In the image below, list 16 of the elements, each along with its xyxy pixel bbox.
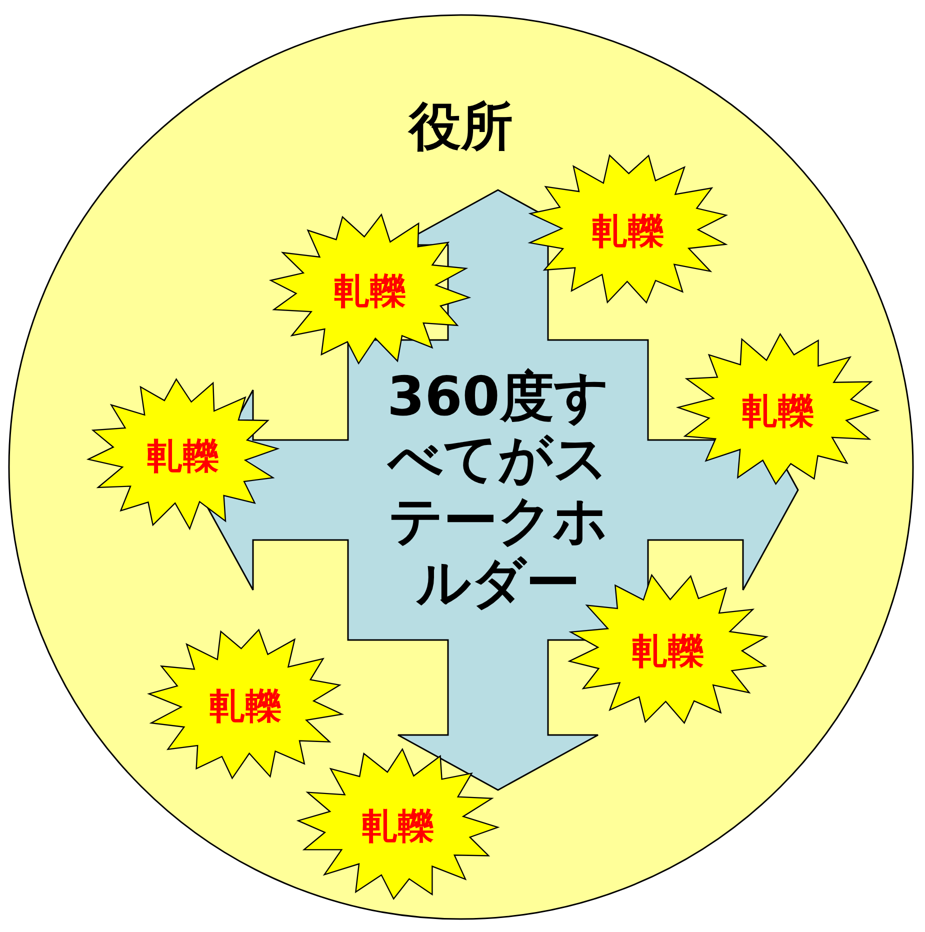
- starburst-label: 軋轢: [591, 210, 665, 254]
- starburst: [148, 629, 343, 779]
- starburst: [88, 379, 278, 529]
- circle-region: [8, 14, 914, 920]
- starburst-label: 軋轢: [361, 805, 435, 849]
- starburst-label: 軋轢: [333, 270, 407, 314]
- arrow-text: 360度すべてがステークホルダー: [387, 366, 609, 614]
- starburst-label: 軋轢: [741, 390, 815, 434]
- starburst: [270, 214, 470, 364]
- starburst-label: 軋轢: [631, 630, 705, 674]
- starburst: [298, 749, 498, 899]
- starburst: [678, 334, 878, 484]
- starburst-label: 軋轢: [146, 435, 220, 479]
- starburst: [528, 154, 728, 304]
- heading: 役所: [406, 96, 514, 159]
- starburst-label: 軋轢: [208, 685, 282, 729]
